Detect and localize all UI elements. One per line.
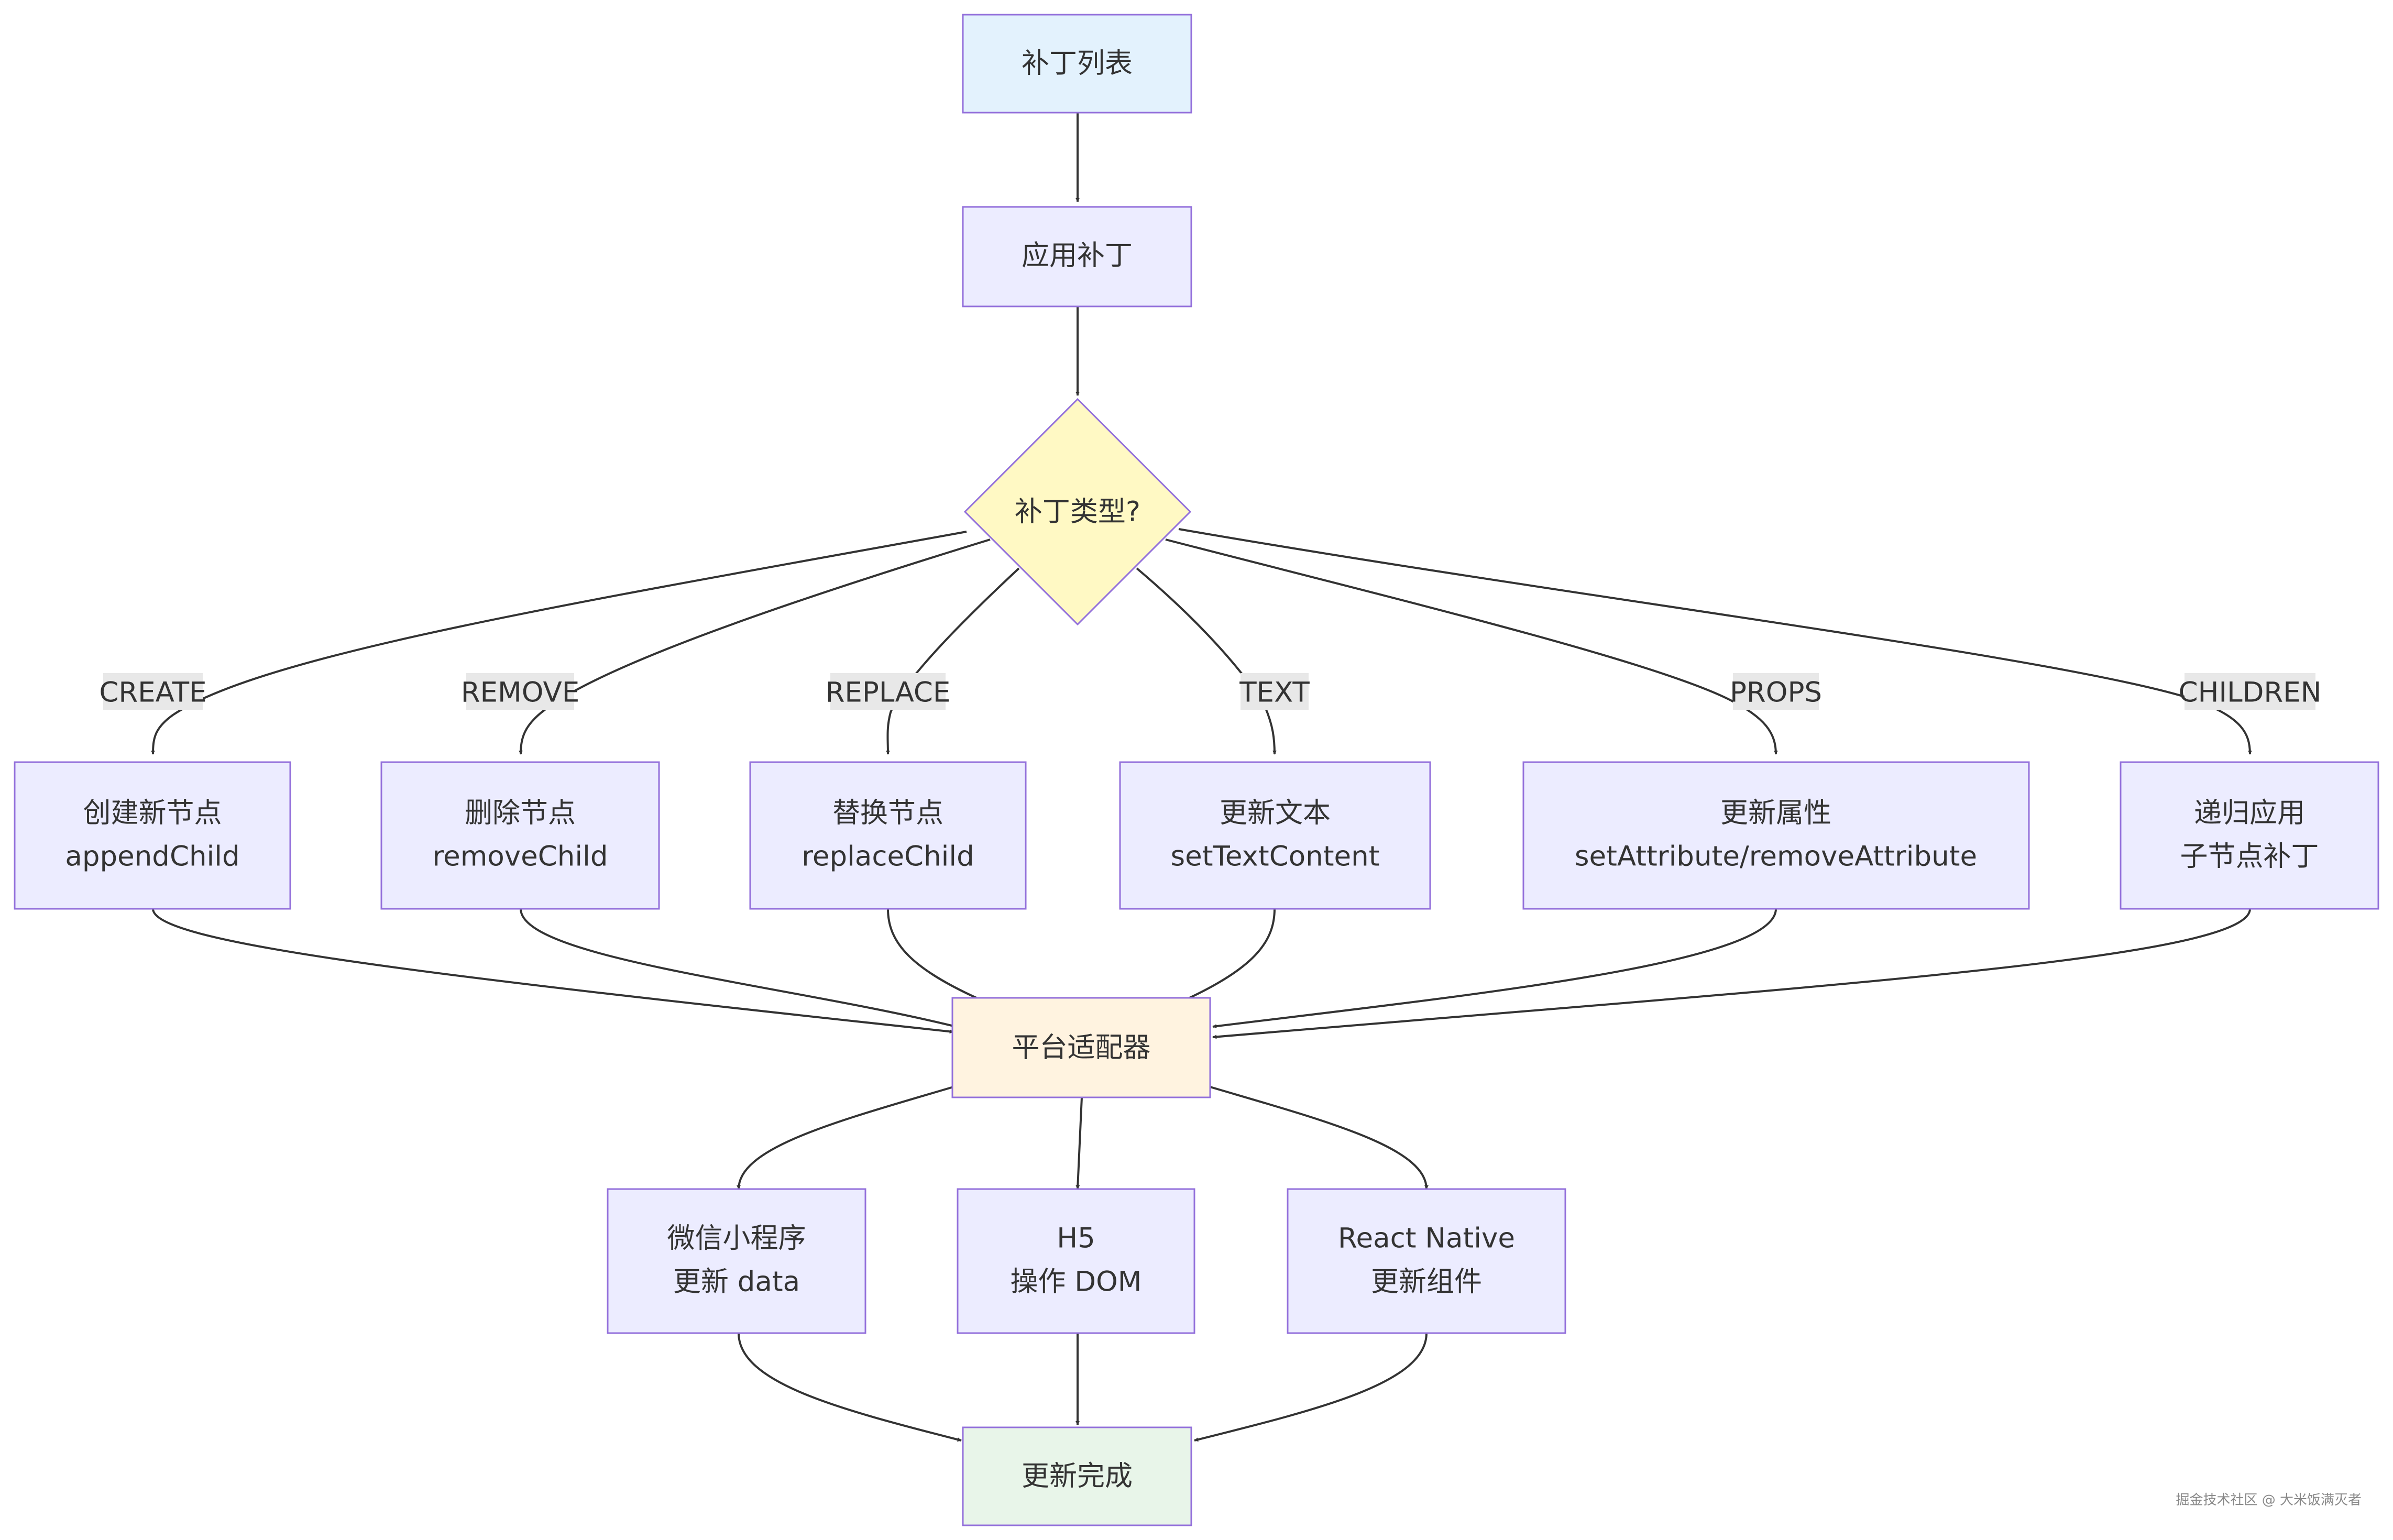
edge-remove-to-adapter xyxy=(520,908,957,1028)
svg-text:TEXT: TEXT xyxy=(1239,677,1310,709)
node-children: 递归应用 子节点补丁 xyxy=(2120,761,2379,910)
node-children-line1: 递归应用 xyxy=(2194,797,2305,829)
node-remove-line1: 删除节点 xyxy=(465,797,576,829)
edge-props-to-adapter xyxy=(1212,908,1777,1029)
node-platform-adapter-box xyxy=(951,997,1211,1098)
nodes: 补丁列表 应用补丁 补丁类型? 创建新节点 appendChild 删除节点 r… xyxy=(14,14,2379,1526)
node-text-update-box xyxy=(1119,761,1431,910)
node-patch-list-label: 补丁列表 xyxy=(1022,48,1133,80)
edge-adapter-to-wechat xyxy=(737,1086,954,1190)
node-apply-patch-label: 应用补丁 xyxy=(1022,240,1133,272)
node-wechat-box xyxy=(607,1188,866,1334)
node-wechat: 微信小程序 更新 data xyxy=(607,1188,866,1334)
node-done: 更新完成 xyxy=(962,1426,1192,1526)
node-patch-type-diamond xyxy=(963,398,1192,626)
node-apply-patch: 应用补丁 xyxy=(962,206,1192,307)
node-react-native: React Native 更新组件 xyxy=(1287,1188,1566,1334)
node-create: 创建新节点 appendChild xyxy=(14,761,291,910)
node-h5: H5 操作 DOM xyxy=(957,1188,1195,1334)
edge-wechat-to-done xyxy=(738,1333,962,1442)
node-react-native-line2: 更新组件 xyxy=(1371,1266,1482,1298)
node-h5-line1: H5 xyxy=(1057,1223,1095,1255)
svg-text:PROPS: PROPS xyxy=(1730,677,1822,709)
node-patch-type-decision: 补丁类型? xyxy=(963,398,1192,626)
svg-text:CHILDREN: CHILDREN xyxy=(2179,677,2322,709)
node-done-box xyxy=(962,1426,1192,1526)
edge-label-create: CREATE xyxy=(99,673,207,710)
edge-adapter-to-rn xyxy=(1210,1086,1429,1190)
node-text-update-line1: 更新文本 xyxy=(1220,797,1331,829)
edge-label-props: PROPS xyxy=(1730,673,1822,710)
node-create-box xyxy=(14,761,291,910)
node-props-line2: setAttribute/removeAttribute xyxy=(1575,841,1977,873)
edge-decision-to-remove xyxy=(519,538,991,755)
edge-create-to-adapter xyxy=(152,908,954,1034)
edge-adapter-to-h5 xyxy=(1075,1097,1083,1190)
node-props-box xyxy=(1522,761,2030,910)
node-text-update-line2: setTextContent xyxy=(1171,841,1380,873)
node-remove: 删除节点 removeChild xyxy=(380,761,660,910)
node-platform-adapter: 平台适配器 xyxy=(951,997,1211,1098)
edge-labels: CREATE REMOVE REPLACE TEXT PROPS CHILDRE… xyxy=(99,673,2321,710)
node-replace-line1: 替换节点 xyxy=(832,797,943,829)
node-wechat-line1: 微信小程序 xyxy=(667,1223,806,1255)
edge-decision-to-create xyxy=(151,531,967,755)
node-react-native-box xyxy=(1287,1188,1566,1334)
edge-replace-to-adapter xyxy=(887,908,983,1002)
edge-label-children: CHILDREN xyxy=(2179,673,2322,710)
edges xyxy=(151,113,2252,1442)
node-replace: 替换节点 replaceChild xyxy=(749,761,1027,910)
node-wechat-line2: 更新 data xyxy=(673,1266,800,1298)
node-children-box xyxy=(2120,761,2379,910)
svg-text:REPLACE: REPLACE xyxy=(826,677,951,709)
edge-label-remove: REMOVE xyxy=(461,673,580,710)
node-react-native-line1: React Native xyxy=(1338,1223,1515,1255)
svg-text:CREATE: CREATE xyxy=(99,677,206,709)
edge-decision-to-replace xyxy=(885,567,1020,755)
node-text-update: 更新文本 setTextContent xyxy=(1119,761,1431,910)
edge-text-to-adapter xyxy=(1183,908,1276,1002)
node-create-line1: 创建新节点 xyxy=(83,797,222,829)
edge-decision-to-children xyxy=(1178,528,2252,755)
node-h5-line2: 操作 DOM xyxy=(1010,1266,1141,1298)
node-patch-list: 补丁列表 xyxy=(962,14,1192,114)
edge-decision-to-text xyxy=(1136,567,1277,755)
node-platform-adapter-label: 平台适配器 xyxy=(1012,1032,1151,1064)
node-apply-patch-box xyxy=(962,206,1192,307)
svg-text:REMOVE: REMOVE xyxy=(461,677,580,709)
watermark: 掘金技术社区 @ 大米饭满灭者 xyxy=(2176,1492,2362,1508)
node-props-line1: 更新属性 xyxy=(1720,797,1831,829)
node-replace-line2: replaceChild xyxy=(802,841,974,873)
node-children-line2: 子节点补丁 xyxy=(2180,841,2319,873)
edge-decision-to-props xyxy=(1165,538,1778,755)
node-h5-box xyxy=(957,1188,1195,1334)
node-create-line2: appendChild xyxy=(65,841,239,873)
edge-children-to-adapter xyxy=(1212,908,2251,1039)
edge-label-text: TEXT xyxy=(1239,673,1310,710)
edge-label-replace: REPLACE xyxy=(826,673,951,710)
edge-rn-to-done xyxy=(1194,1333,1428,1442)
node-remove-line2: removeChild xyxy=(433,841,608,873)
node-done-label: 更新完成 xyxy=(1022,1460,1133,1492)
node-patch-type-label: 补丁类型? xyxy=(1015,496,1140,528)
node-patch-list-box xyxy=(962,14,1192,114)
node-props: 更新属性 setAttribute/removeAttribute xyxy=(1522,761,2030,910)
node-replace-box xyxy=(749,761,1027,910)
node-remove-box xyxy=(380,761,660,910)
